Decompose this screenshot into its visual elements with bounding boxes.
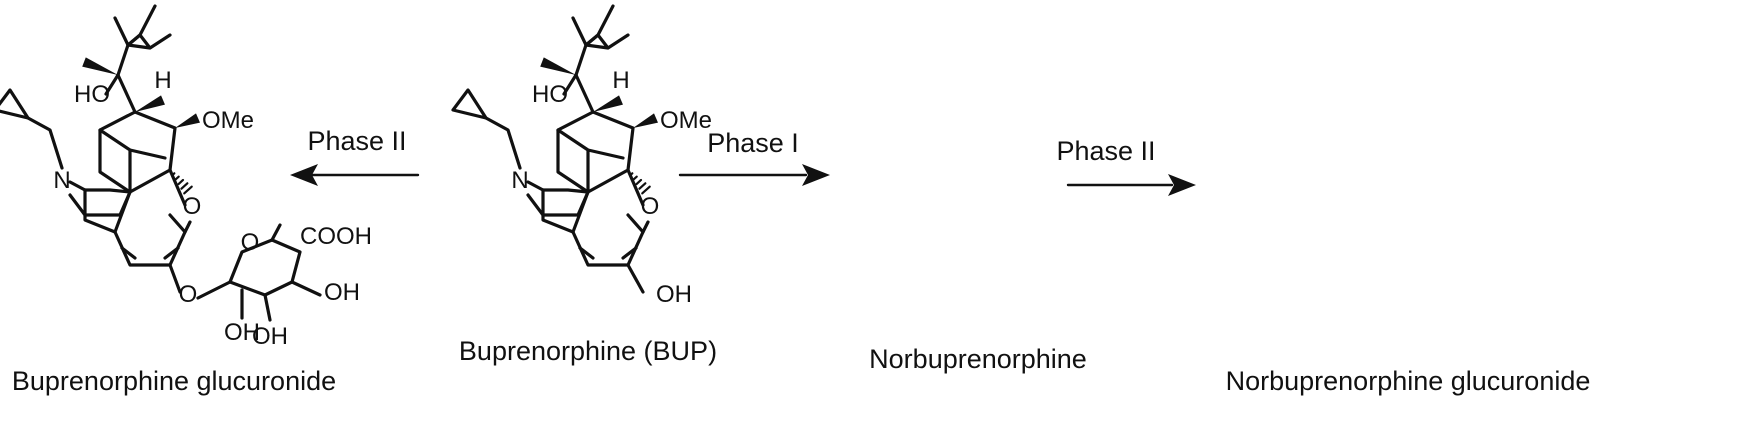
furan-bond (641, 220, 650, 234)
hash-bond (174, 175, 180, 181)
n-cpm-bond (26, 116, 64, 170)
ring-bond (83, 188, 117, 234)
reaction-arrow-phase-i: Phase I (678, 128, 830, 186)
side-chain-bond (116, 33, 142, 77)
piperidine-bond (526, 180, 590, 217)
atom-label-o: O (179, 281, 198, 308)
ring-bond (83, 188, 132, 194)
compound-caption: Norbuprenorphine (869, 344, 1087, 374)
hash-bond (635, 178, 643, 186)
hash-bond (629, 172, 634, 176)
reaction-arrow-phase-ii-right: Phase II (1056, 136, 1196, 196)
bridge-bond (556, 128, 625, 194)
aromatic-bond (113, 190, 187, 267)
tert-butyl (113, 4, 172, 50)
reaction-label: Phase I (707, 128, 799, 158)
atom-label-o: O (183, 193, 202, 220)
atom-label-ome: OMe (202, 107, 254, 134)
atom-label-ho: HO (74, 81, 110, 108)
arrowhead (802, 164, 830, 186)
wedge-bond (135, 95, 165, 112)
hash-bond (632, 175, 638, 181)
atom-label-oh: OH (324, 279, 360, 306)
compound-norbuprenorphine-glucuronide: Norbuprenorphine glucuronide (1226, 366, 1591, 396)
aromatic-bond (571, 190, 645, 267)
furan-bond (626, 168, 645, 207)
hash-bond (171, 172, 176, 176)
ring-bond (541, 188, 590, 194)
atom-label-ho: HO (532, 81, 568, 108)
arrowhead (290, 164, 318, 186)
phenol-bond (626, 263, 645, 294)
compound-caption: Norbuprenorphine glucuronide (1226, 366, 1591, 396)
tert-butyl (571, 4, 630, 50)
wedge-bond (175, 113, 200, 128)
wedge-bond (633, 113, 658, 128)
hash-bond (177, 178, 185, 186)
piperidine-bond (68, 180, 132, 217)
hash-bond (638, 182, 647, 190)
c-oh-bond (562, 73, 578, 96)
atom-label-oh: OH (656, 281, 692, 308)
cyclopropyl-ring (0, 88, 30, 120)
side-chain-bond (574, 33, 600, 77)
aromatic-double-bond (120, 246, 180, 260)
n-cpm-bond (484, 116, 522, 170)
ring-bond (541, 188, 575, 234)
atom-label-h: H (154, 67, 171, 94)
atom-label-n: N (53, 167, 70, 194)
bridge-bond (98, 128, 167, 194)
arrowhead (1168, 174, 1196, 196)
atom-label-o: O (641, 193, 660, 220)
reaction-label: Phase II (1056, 136, 1155, 166)
c-oh-bond (104, 73, 120, 96)
reaction-label: Phase II (307, 126, 406, 156)
atom-label-cooh: COOH (300, 223, 372, 250)
side-chain-bond (116, 73, 137, 114)
hash-bond (183, 185, 193, 195)
atom-label-n: N (511, 167, 528, 194)
wedge-bond (540, 57, 576, 75)
atom-label-oh: OH (252, 323, 288, 350)
compound-norbuprenorphine: Norbuprenorphine (869, 344, 1087, 374)
reaction-arrow-phase-ii-left: Phase II (290, 126, 420, 186)
aryl-o-bond (168, 263, 182, 294)
cyclopropyl-ring (451, 88, 488, 120)
compound-caption: Buprenorphine (BUP) (459, 336, 717, 366)
hydroxyl-bond (290, 280, 322, 297)
wedge-bond (593, 95, 623, 112)
furan-bond (183, 220, 192, 234)
atom-label-o: O (241, 229, 260, 256)
hash-bond (641, 185, 651, 195)
furan-bond (168, 168, 187, 207)
carboxyl-bond (270, 223, 282, 242)
atom-label-h: H (612, 67, 629, 94)
atom-label-ome: OMe (660, 107, 712, 134)
compound-caption: Buprenorphine glucuronide (12, 366, 336, 396)
side-chain-bond (574, 73, 595, 114)
aromatic-double-bond (578, 246, 638, 260)
glycosidic-bond (196, 280, 232, 300)
wedge-bond (82, 57, 118, 75)
atom-label-oh: OH (224, 319, 260, 346)
hash-bond (180, 182, 189, 190)
hydroxyl-bond (263, 293, 272, 322)
